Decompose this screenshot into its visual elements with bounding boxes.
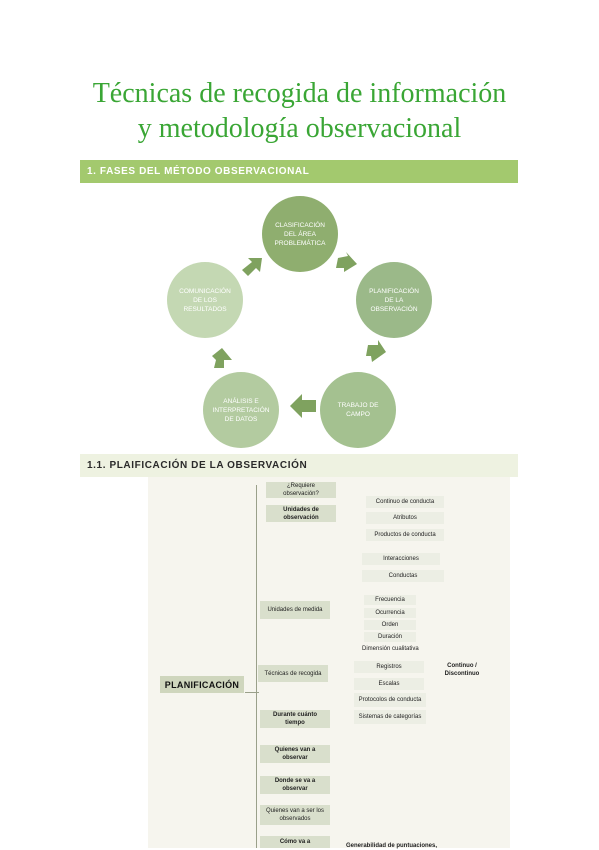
cycle-node-trabajo-campo: TRABAJO DE CAMPO — [320, 372, 396, 448]
leaf-sistemas: Sistemas de categorías — [354, 710, 426, 724]
arrow-right-icon — [336, 252, 357, 272]
document-title: Técnicas de recogida de información y me… — [0, 76, 599, 146]
branch-donde: Donde se va a observar — [260, 776, 330, 794]
arrow-up-icon — [212, 348, 232, 368]
branch-quienes-observados: Quienes van a ser los observados — [260, 805, 330, 825]
leaf-registros: Registros — [354, 661, 424, 673]
leaf-continuo-conducta: Continuo de conducta — [366, 496, 444, 508]
leaf-conductas: Conductas — [362, 570, 444, 582]
title-line-2: y metodología observacional — [137, 113, 462, 144]
branch-como: Cómo va a — [260, 836, 330, 848]
leaf-duracion: Duración — [364, 632, 416, 642]
section-heading-planificacion: 1.1. PLAIFICACIÓN DE LA OBSERVACIÓN — [80, 454, 518, 477]
leaf-atributos: Atributos — [366, 512, 444, 524]
connector-line — [245, 692, 259, 693]
leaf-dimension-cualitativa: Dimensión cualitativa — [362, 646, 419, 652]
cycle-node-planificacion: PLANIFICACIÓN DE LA OBSERVACIÓN — [356, 262, 432, 338]
cycle-node-analisis: ANÁLISIS E INTERPRETACIÓN DE DATOS — [203, 372, 279, 448]
leaf-generabilidad: Generabilidad de puntuaciones, — [346, 843, 438, 849]
mindmap-root: PLANIFICACIÓN — [160, 676, 244, 693]
planificacion-mindmap: PLANIFICACIÓN ¿Requiere observación? Uni… — [148, 477, 510, 849]
cycle-node-clasificacion: CLASIFICACIÓN DEL ÁREA PROBLEMÁTICA — [262, 196, 338, 272]
leaf-protocolos: Protocolos de conducta — [354, 693, 426, 707]
leaf-frecuencia: Frecuencia — [364, 595, 416, 605]
leaf-escalas: Escalas — [354, 678, 424, 690]
leaf-productos-conducta: Productos de conducta — [366, 529, 444, 541]
leaf-continuo-discontinuo: Continuo / Discontinuo — [444, 663, 480, 677]
leaf-ocurrencia: Ocurrencia — [364, 608, 416, 618]
arrow-upright-icon — [242, 258, 262, 276]
leaf-interacciones: Interacciones — [362, 553, 440, 565]
cycle-node-comunicacion: COMUNICACIÓN DE LOS RESULTADOS — [167, 262, 243, 338]
trunk-line — [256, 485, 257, 848]
section-heading-fases: 1. FASES DEL MÉTODO OBSERVACIONAL — [80, 160, 518, 183]
branch-durante: Durante cuánto tiempo — [260, 710, 330, 728]
branch-unidades-medida: Unidades de medida — [260, 601, 330, 619]
branch-unidades-observacion: Unidades de observación — [266, 505, 336, 522]
leaf-orden: Orden — [364, 620, 416, 630]
title-line-1: Técnicas de recogida de información — [92, 78, 507, 109]
branch-que-observar: ¿Requiere observación? — [266, 482, 336, 498]
branch-tecnicas: Técnicas de recogida — [258, 665, 328, 682]
arrow-down-icon — [366, 340, 386, 362]
branch-quienes-van: Quienes van a observar — [260, 745, 330, 763]
arrow-left-icon — [290, 394, 316, 418]
